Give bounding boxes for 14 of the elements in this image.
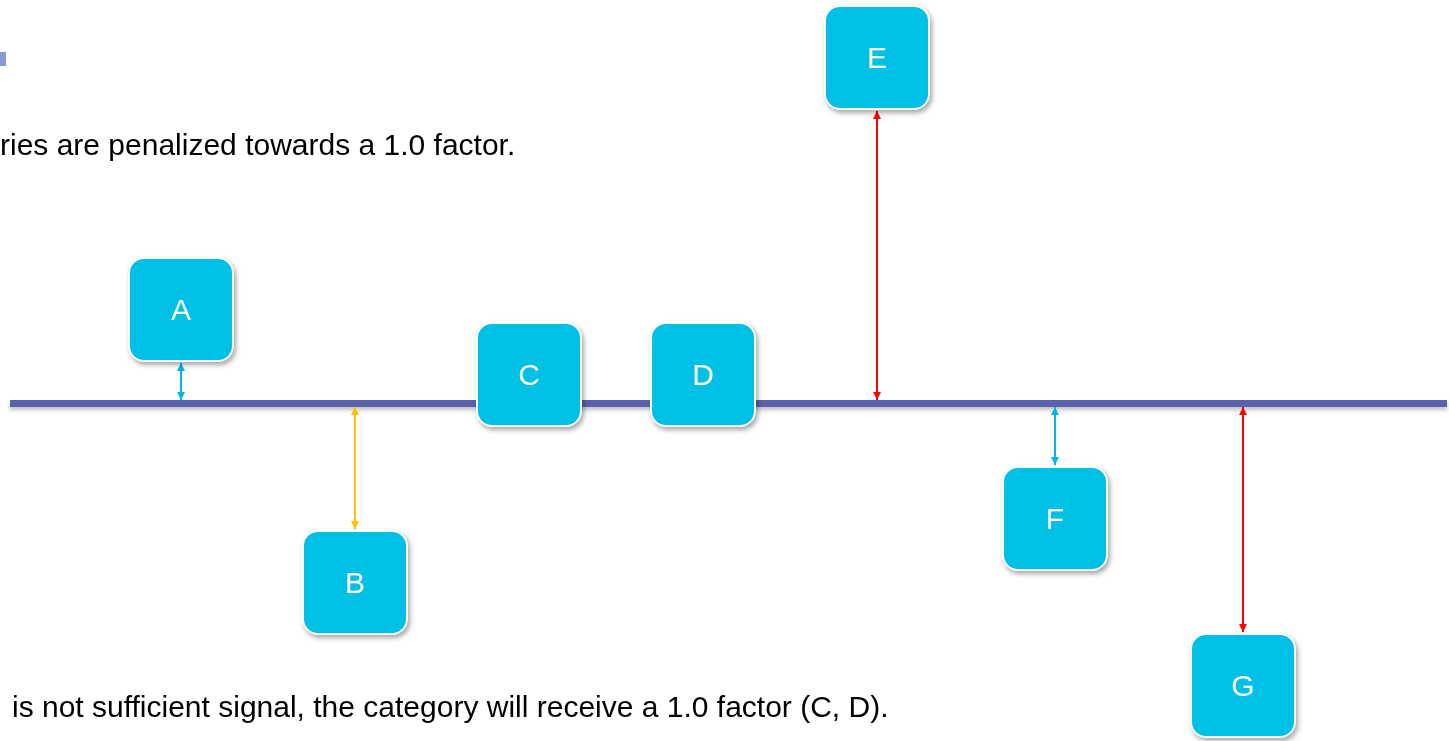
double-arrow	[177, 362, 185, 401]
letter-box: G	[1190, 633, 1296, 738]
letter-box: B	[302, 530, 408, 635]
letter-box: D	[650, 322, 756, 427]
letter-box: E	[824, 5, 930, 110]
note-text: ries are penalized towards a 1.0 factor.	[0, 128, 516, 162]
double-arrow	[873, 110, 881, 401]
double-arrow	[351, 406, 359, 530]
double-arrow	[1239, 406, 1247, 633]
double-arrow	[1051, 406, 1059, 466]
note-text: is not sufficient signal, the category will receive a 1.0 factor (C, D).	[12, 690, 889, 724]
letter-box: C	[476, 322, 582, 427]
letter-box: A	[128, 257, 234, 362]
letter-box: F	[1002, 466, 1108, 571]
